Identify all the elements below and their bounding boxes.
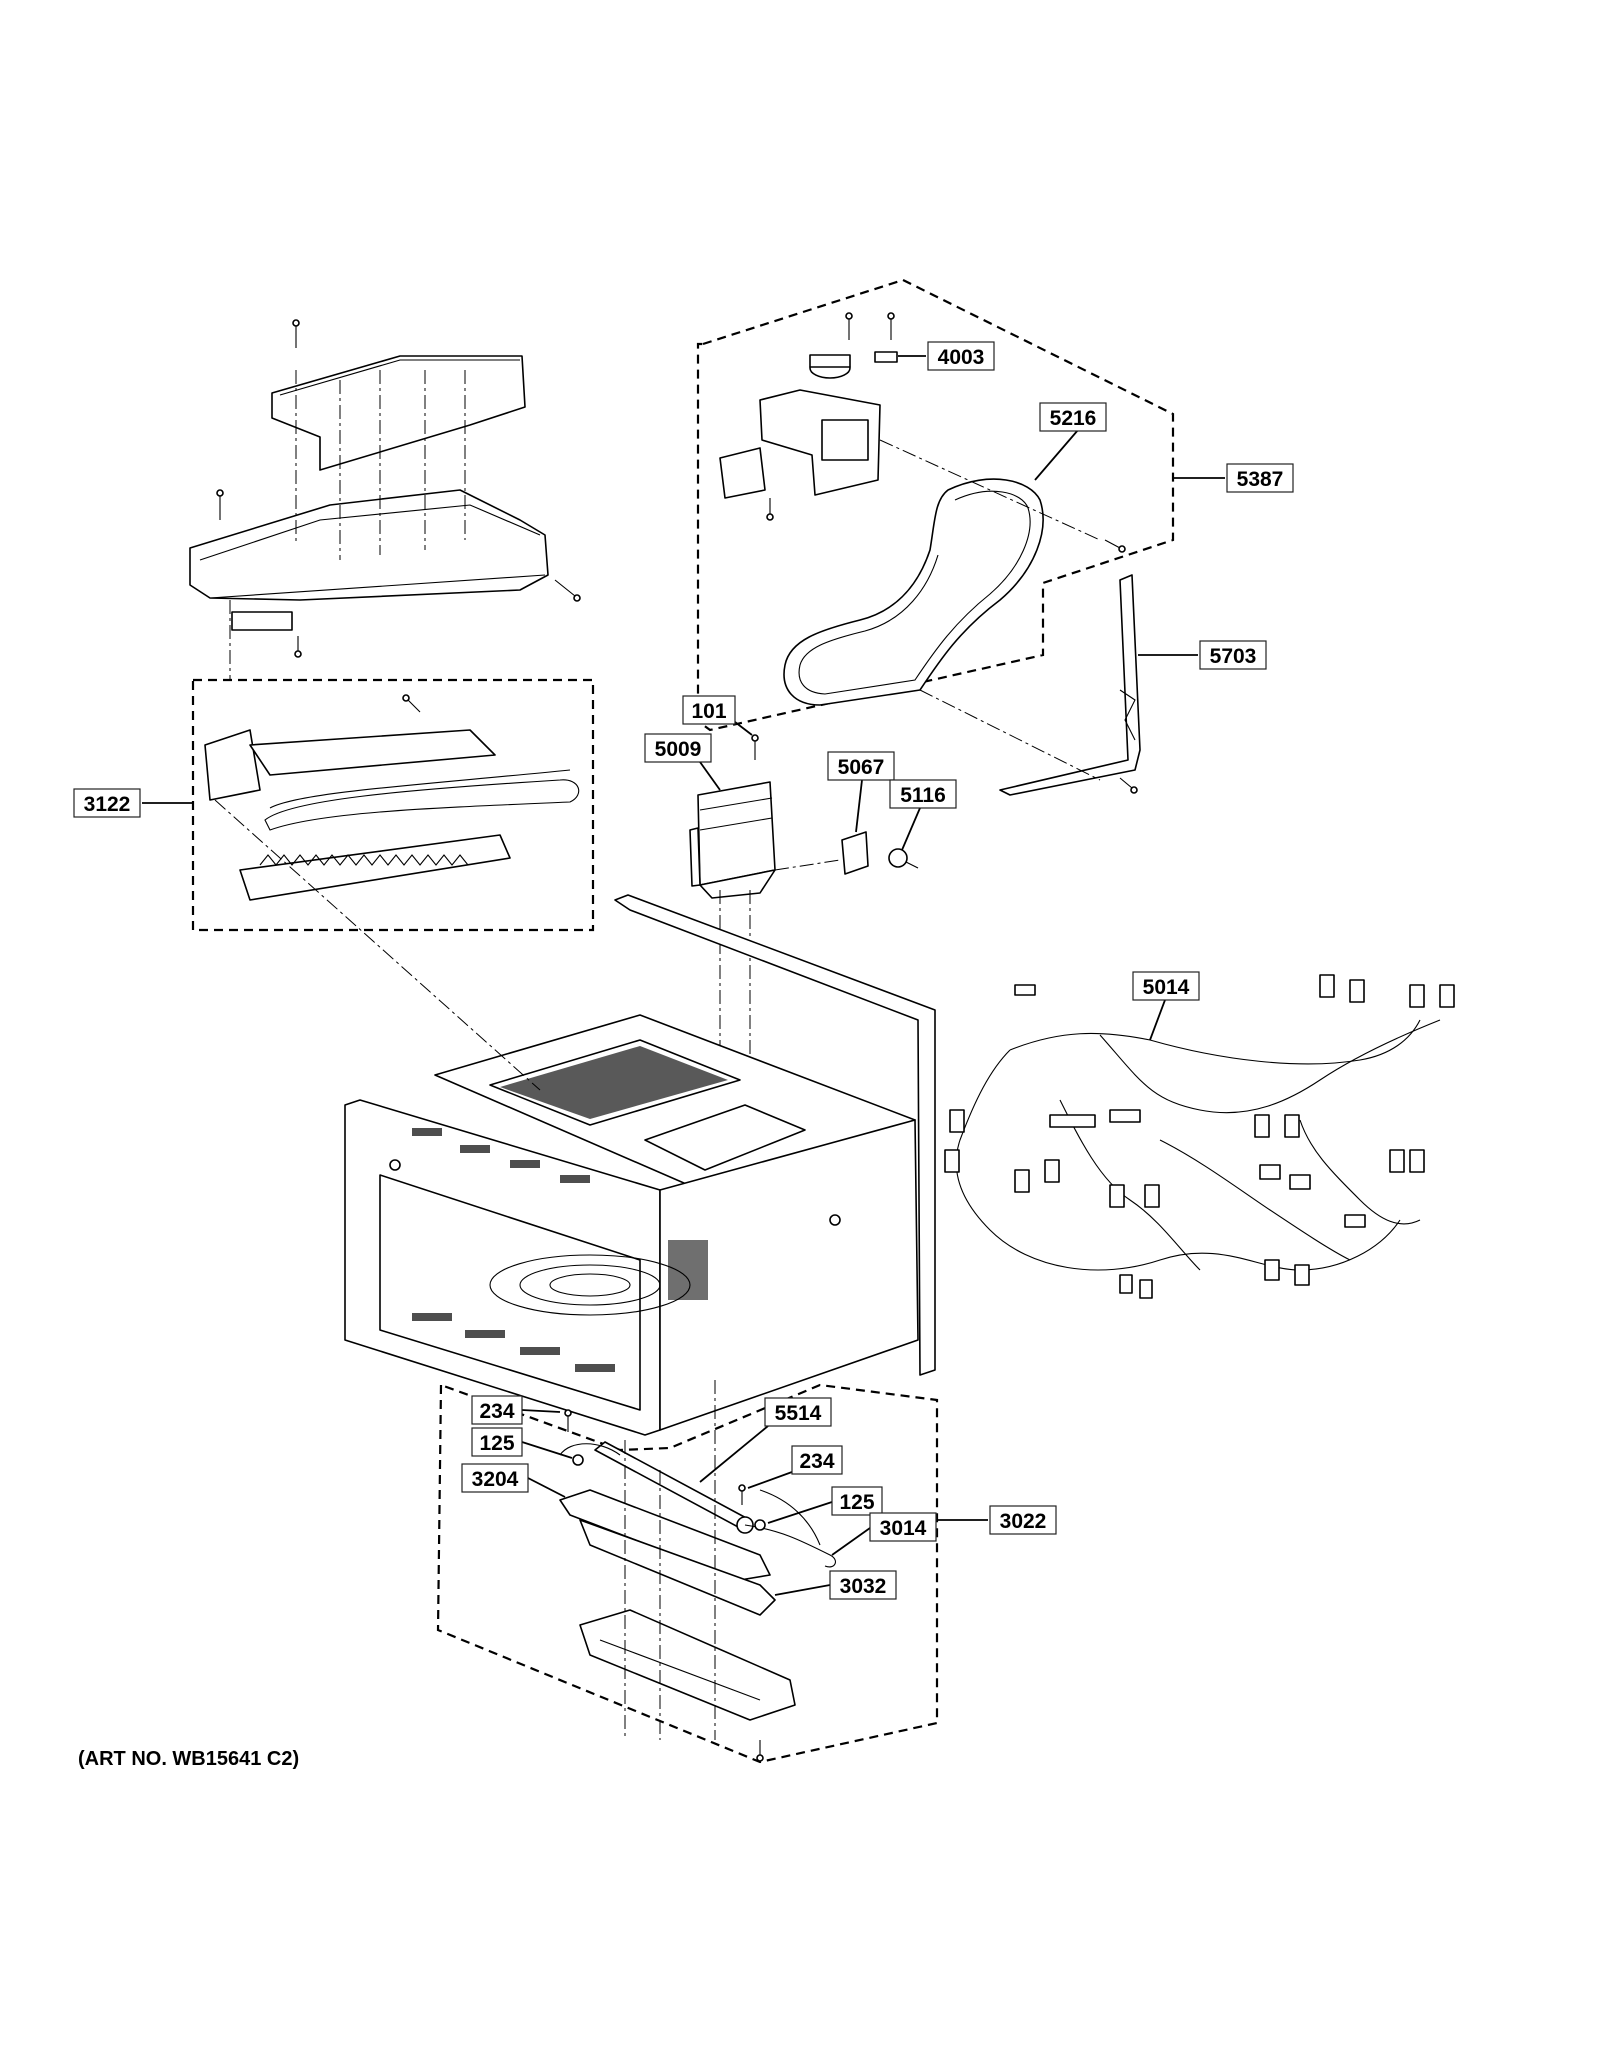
svg-text:5703: 5703 <box>1210 645 1257 668</box>
svg-text:5514: 5514 <box>775 1402 822 1425</box>
assembly-outline-3022 <box>436 1383 939 1764</box>
callout-5116: 5116 <box>889 779 957 809</box>
leader-3014 <box>831 1527 871 1556</box>
callout-125-a: 125 <box>471 1427 523 1457</box>
leader-5014 <box>1149 999 1166 1041</box>
centerline <box>774 859 841 871</box>
callout-3022: 3022 <box>989 1505 1057 1535</box>
callout-5014: 5014 <box>1132 971 1200 1001</box>
leader-125-b <box>767 1501 833 1524</box>
callout-3204: 3204 <box>461 1463 529 1493</box>
screw-duct-right <box>1104 539 1126 553</box>
screw-4003-b <box>887 312 895 340</box>
callout-5067: 5067 <box>827 751 895 781</box>
callout-5703: 5703 <box>1199 640 1267 670</box>
svg-text:3022: 3022 <box>1000 1510 1047 1533</box>
leader-5009 <box>699 761 721 791</box>
oven-cavity <box>344 894 936 1436</box>
screw-bottom <box>756 1740 764 1762</box>
svg-text:125: 125 <box>839 1491 874 1514</box>
callout-5514: 5514 <box>764 1397 832 1427</box>
tray-3204 <box>559 1489 771 1581</box>
wire-harness-5014 <box>944 974 1455 1299</box>
callout-234-b: 234 <box>791 1445 843 1475</box>
callout-234-a: 234 <box>471 1395 523 1425</box>
callout-125-b: 125 <box>831 1486 883 1516</box>
screw-5703 <box>1119 777 1138 794</box>
screw-4003-a <box>845 312 853 340</box>
support-bracket-5703 <box>999 574 1141 796</box>
svg-text:234: 234 <box>479 1400 514 1423</box>
callout-101: 101 <box>682 695 736 725</box>
leader-5067 <box>855 779 863 833</box>
bottom-cover <box>579 1609 796 1721</box>
heater-element-5514 <box>594 1441 754 1534</box>
leader-3204 <box>527 1477 566 1498</box>
svg-text:4003: 4003 <box>938 346 985 369</box>
housing-3032 <box>579 1519 776 1616</box>
callout-3122: 3122 <box>73 788 141 818</box>
svg-text:5009: 5009 <box>655 738 702 761</box>
leader-234-b <box>747 1471 793 1489</box>
leader-5514 <box>699 1425 769 1483</box>
art-number: (ART NO. WB15641 C2) <box>78 1748 299 1770</box>
centerline <box>214 799 541 1091</box>
assembly-outline-3122 <box>191 678 595 932</box>
svg-text:5067: 5067 <box>838 756 885 779</box>
wire-3014 <box>559 1443 836 1568</box>
svg-text:101: 101 <box>691 700 726 723</box>
leader-5216 <box>1034 429 1079 481</box>
leader-3032 <box>774 1584 831 1596</box>
electrical-housing <box>189 489 549 631</box>
leader-5116 <box>901 807 921 851</box>
fuse-5116 <box>888 848 919 869</box>
svg-text:3204: 3204 <box>472 1468 519 1491</box>
damper-bracket <box>719 389 881 499</box>
svg-text:3122: 3122 <box>84 793 131 816</box>
callout-5387: 5387 <box>1226 463 1294 493</box>
leader-101 <box>734 721 753 736</box>
screw-101 <box>751 734 759 760</box>
washer-125-b <box>754 1519 766 1531</box>
screw-heater <box>402 694 421 713</box>
screw-housing-right <box>554 579 581 602</box>
svg-text:234: 234 <box>799 1450 834 1473</box>
svg-text:3014: 3014 <box>880 1517 927 1540</box>
damper-motor-4003 <box>809 351 898 379</box>
screw-234-b <box>738 1484 746 1505</box>
callout-4003: 4003 <box>927 341 995 371</box>
upper-cover-plate <box>271 355 526 471</box>
screw-234-a <box>564 1409 572 1432</box>
svg-text:3032: 3032 <box>840 1575 887 1598</box>
svg-text:5216: 5216 <box>1050 407 1097 430</box>
callout-5216: 5216 <box>1039 402 1107 432</box>
magnetron-5009 <box>689 781 776 899</box>
leader-125-a <box>521 1441 573 1459</box>
svg-text:5014: 5014 <box>1143 976 1190 999</box>
leader-234-a <box>521 1409 561 1413</box>
svg-text:125: 125 <box>479 1432 514 1455</box>
screw-housing-left <box>216 489 224 520</box>
screw-top-left <box>292 319 300 348</box>
screw-damper-bottom <box>766 498 774 521</box>
thermostat-5067 <box>841 831 869 875</box>
svg-text:5387: 5387 <box>1237 468 1284 491</box>
assembly-outline-5387 <box>696 278 1175 732</box>
screw-housing-bottom <box>294 636 302 658</box>
heater-assembly <box>204 729 580 901</box>
centerline <box>879 439 1101 541</box>
centerline <box>919 689 1101 781</box>
callout-3032: 3032 <box>829 1570 897 1600</box>
air-duct-5216 <box>783 478 1044 706</box>
callout-3014: 3014 <box>869 1512 937 1542</box>
washer-125-a <box>572 1454 584 1466</box>
svg-text:5116: 5116 <box>900 784 946 807</box>
callout-5009: 5009 <box>644 733 712 763</box>
